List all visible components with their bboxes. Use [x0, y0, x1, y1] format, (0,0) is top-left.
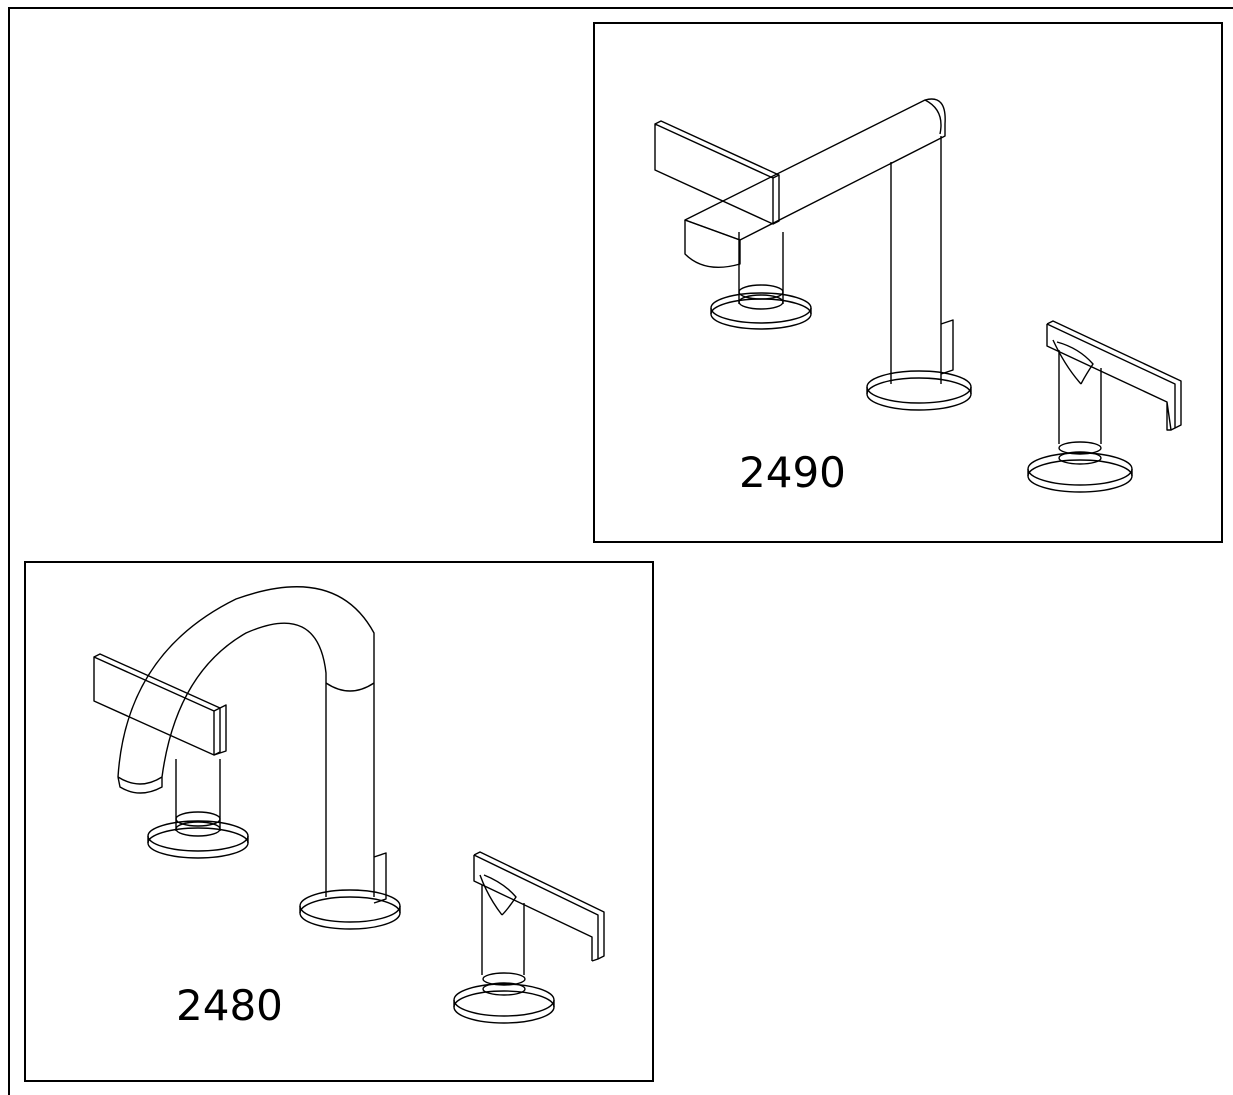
angular-spout-2490	[684, 98, 972, 411]
gooseneck-spout-2480	[117, 586, 401, 930]
left-handle-2480	[93, 653, 249, 859]
model-number-label: 2490	[739, 448, 846, 497]
left-handle-2490	[654, 120, 812, 330]
right-handle-2480	[453, 851, 605, 1024]
right-handle-2490	[1027, 320, 1182, 493]
faucet-panel-2490: 2490	[593, 22, 1223, 543]
sheet-border-left	[8, 7, 10, 1095]
faucet-2490-drawing	[654, 98, 1182, 493]
sheet-border-top	[8, 7, 1233, 9]
faucet-panel-2480: 2480	[24, 561, 654, 1082]
model-number-label: 2480	[176, 981, 283, 1030]
faucet-2480-drawing	[93, 586, 605, 1024]
